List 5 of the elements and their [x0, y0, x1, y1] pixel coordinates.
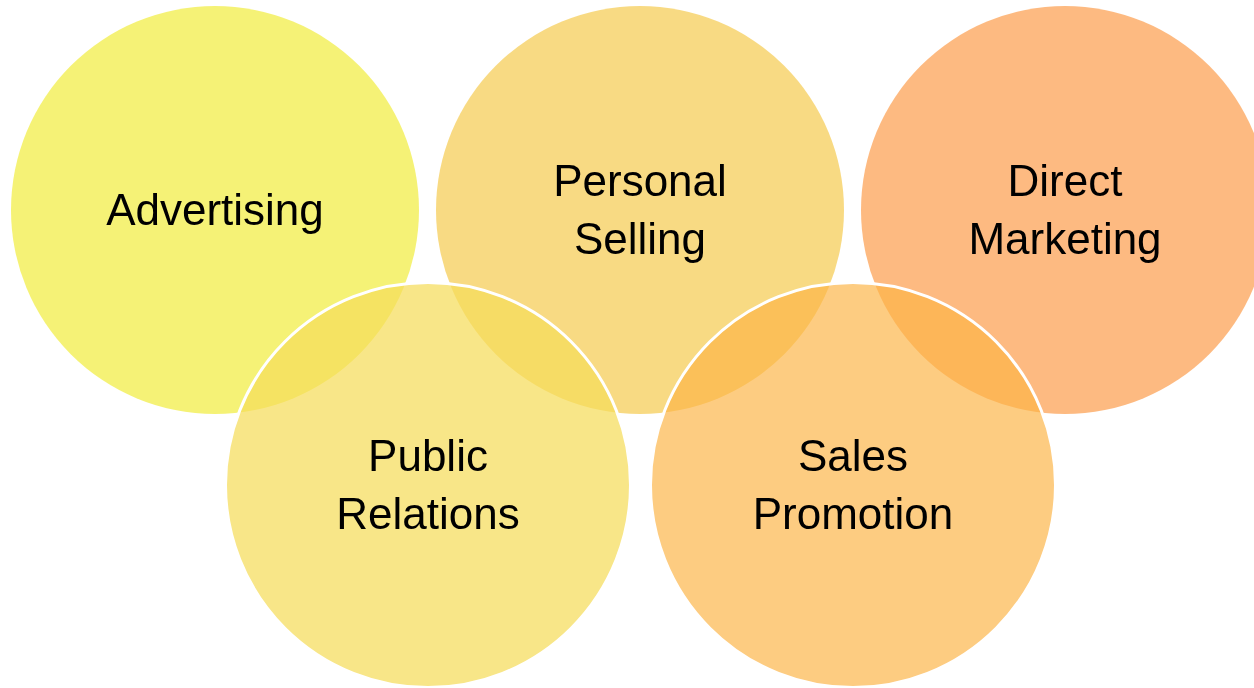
category-label: Public Relations	[335, 430, 521, 540]
category-label: Direct Marketing	[967, 155, 1163, 265]
category-label: Advertising	[105, 184, 325, 236]
category-label: Sales Promotion	[751, 430, 955, 540]
category-label: Personal Selling	[552, 155, 728, 265]
